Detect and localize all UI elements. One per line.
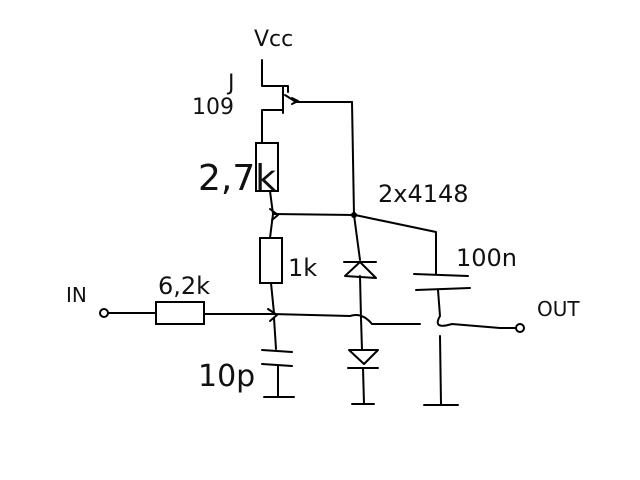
label-cap-in: 10p xyxy=(198,359,255,394)
diode-upper xyxy=(343,261,377,319)
label-input: IN xyxy=(66,283,87,307)
capacitor-100n xyxy=(413,273,501,406)
label-r1: 2,7k xyxy=(198,158,276,199)
input-terminal[interactable] xyxy=(99,308,109,318)
output-terminal[interactable] xyxy=(515,323,525,333)
label-transistor-value: 109 xyxy=(192,95,234,120)
vcc-wire xyxy=(261,59,289,93)
transistor-symbol xyxy=(261,86,353,144)
label-cap-out: 100n xyxy=(456,244,517,272)
node-wire-upper xyxy=(272,213,437,275)
collector-wire xyxy=(351,101,361,261)
label-diodes: 2x4148 xyxy=(378,180,469,208)
signal-wire xyxy=(204,313,421,325)
label-r3: 6,2k xyxy=(158,272,210,300)
label-r2: 1k xyxy=(288,254,317,282)
resistor-1k xyxy=(259,237,283,284)
label-transistor-name: J xyxy=(226,71,235,96)
capacitor-10p xyxy=(261,317,295,398)
label-output: OUT xyxy=(537,297,580,321)
label-vcc: Vcc xyxy=(254,27,293,52)
resistor-6k2 xyxy=(155,301,205,325)
resistor-2k7 xyxy=(255,142,279,192)
diode-lower xyxy=(347,317,379,405)
